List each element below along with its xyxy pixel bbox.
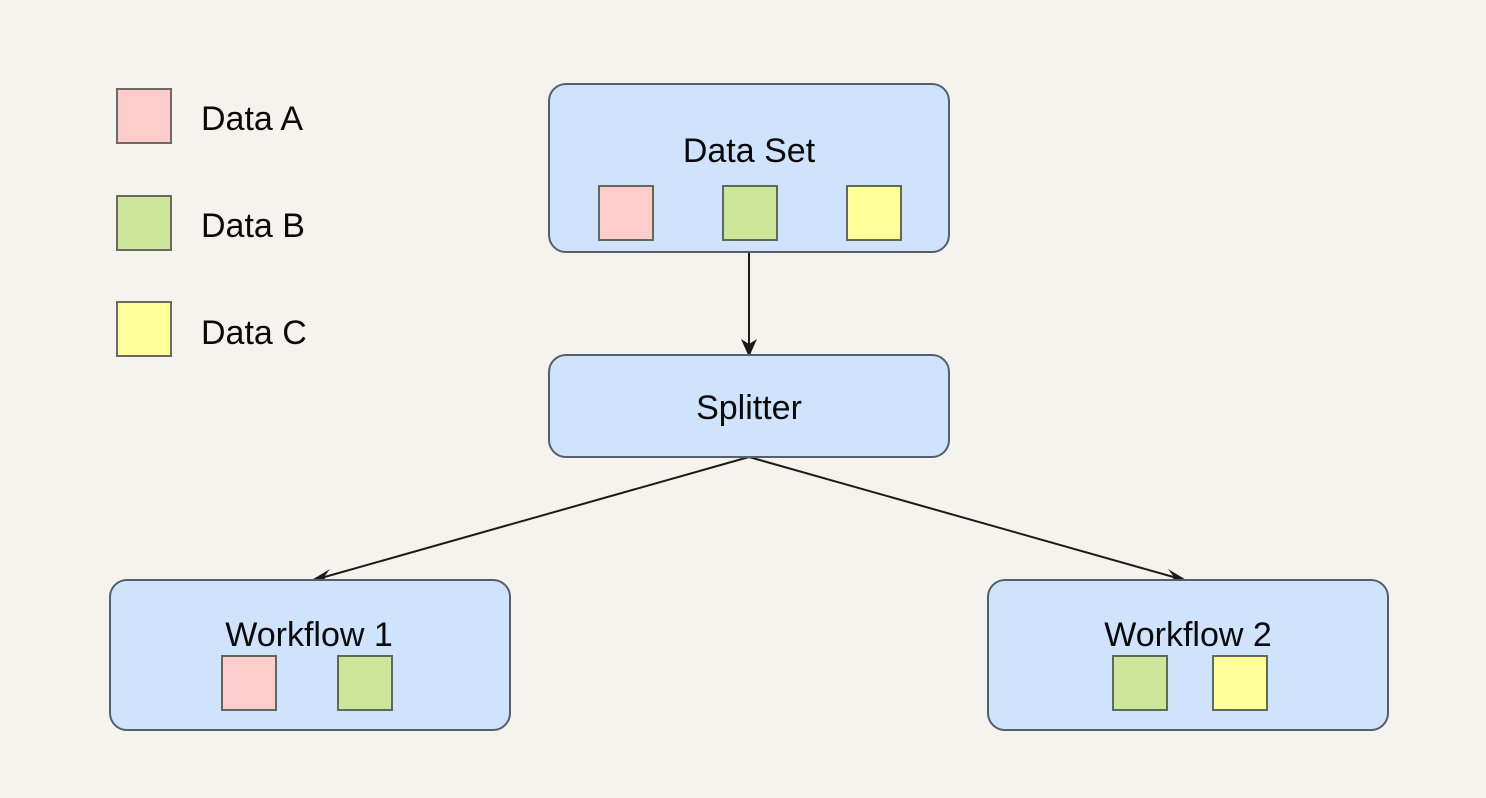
edge-line: [748, 456, 1178, 579]
node-workflow2-swatch-data-b: [1112, 655, 1168, 711]
node-workflow1-swatch-data-a: [221, 655, 277, 711]
edge-splitter-to-workflow1: [310, 456, 750, 586]
node-dataset-label: Data Set: [683, 132, 816, 170]
legend-label-data-c: Data C: [201, 314, 307, 352]
node-workflow1-box[interactable]: [109, 579, 511, 731]
legend: Data A Data B Data C: [116, 88, 307, 357]
node-dataset[interactable]: Data Set: [548, 83, 950, 253]
node-workflow2-label: Workflow 2: [1104, 616, 1272, 654]
arrow-head-icon: [741, 339, 757, 357]
node-workflow1-label: Workflow 1: [225, 616, 393, 654]
node-workflow2-box[interactable]: [987, 579, 1389, 731]
node-dataset-swatch-data-b: [722, 185, 778, 241]
node-workflow1[interactable]: Workflow 1: [109, 579, 511, 731]
legend-item-data-b: Data B: [116, 195, 305, 251]
legend-item-data-a: Data A: [116, 88, 303, 144]
node-workflow2-swatch-data-c: [1212, 655, 1268, 711]
legend-item-data-c: Data C: [116, 301, 307, 357]
node-dataset-swatch-data-c: [846, 185, 902, 241]
node-workflow2[interactable]: Workflow 2: [987, 579, 1389, 731]
node-splitter[interactable]: Splitter: [548, 354, 950, 458]
edge-splitter-to-workflow2: [748, 456, 1188, 586]
node-splitter-label: Splitter: [696, 389, 802, 427]
node-splitter-box[interactable]: [548, 354, 950, 458]
node-dataset-swatch-data-a: [598, 185, 654, 241]
edge-dataset-to-splitter: [741, 252, 757, 357]
legend-swatch-data-b: [116, 195, 172, 251]
legend-label-data-a: Data A: [201, 100, 303, 138]
edge-line: [320, 456, 750, 579]
legend-swatch-data-c: [116, 301, 172, 357]
node-workflow1-swatch-data-b: [337, 655, 393, 711]
legend-swatch-data-a: [116, 88, 172, 144]
legend-label-data-b: Data B: [201, 207, 305, 245]
